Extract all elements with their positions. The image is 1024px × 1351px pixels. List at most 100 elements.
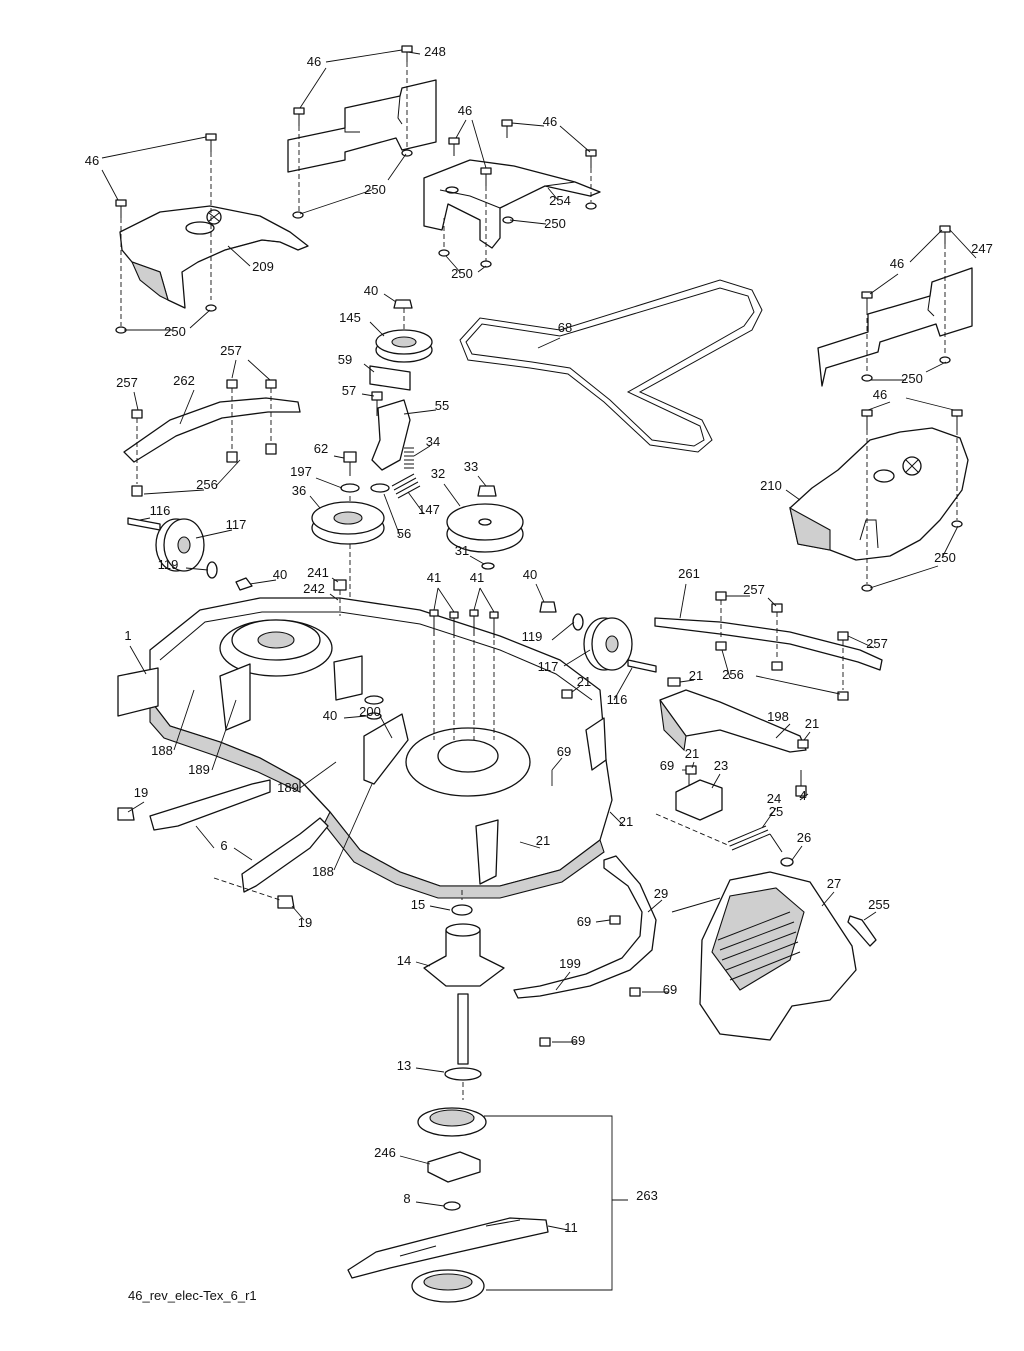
screw-46-left xyxy=(115,133,217,218)
washer-119-left xyxy=(206,561,218,579)
callout-116: 116 xyxy=(607,692,628,707)
callout-257: 257 xyxy=(743,582,765,597)
bracket-263-line xyxy=(484,1115,628,1291)
spindle-shaft xyxy=(457,993,469,1065)
bracket-261 xyxy=(654,617,883,671)
lift-arm-6-upper xyxy=(149,779,271,831)
washer-26 xyxy=(780,857,794,867)
washer-13 xyxy=(444,1067,482,1081)
callout-19: 19 xyxy=(134,785,148,800)
washer-197 xyxy=(340,483,360,493)
callout-1: 1 xyxy=(124,628,131,643)
callout-257: 257 xyxy=(220,343,242,358)
callout-257: 257 xyxy=(866,636,888,651)
callout-147: 147 xyxy=(418,502,440,517)
wheel-117-right xyxy=(583,617,633,671)
callout-40: 40 xyxy=(273,567,287,582)
callout-46: 46 xyxy=(85,153,99,168)
nut-40-top xyxy=(393,299,413,309)
callout-199: 199 xyxy=(559,956,581,971)
callout-15: 15 xyxy=(411,897,425,912)
pulley-36 xyxy=(311,501,385,545)
callout-46: 46 xyxy=(873,387,887,402)
callout-46: 46 xyxy=(543,114,557,129)
callout-250: 250 xyxy=(544,216,566,231)
callout-263: 263 xyxy=(636,1188,658,1203)
callout-32: 32 xyxy=(431,466,445,481)
lift-arm-6-lower xyxy=(241,817,329,893)
callout-189: 189 xyxy=(188,762,210,777)
bracket-262 xyxy=(123,397,301,463)
callout-197: 197 xyxy=(290,464,312,479)
bracket-23 xyxy=(675,779,723,821)
callout-8: 8 xyxy=(403,1191,410,1206)
diagram-code: 46_rev_elec-Tex_6_r1 xyxy=(128,1288,257,1303)
callout-56: 56 xyxy=(397,526,411,541)
callout-117: 117 xyxy=(538,659,559,674)
callout-25: 25 xyxy=(769,804,783,819)
callout-188: 188 xyxy=(312,864,334,879)
callout-40: 40 xyxy=(323,708,337,723)
callout-117: 117 xyxy=(226,517,247,532)
callout-69: 69 xyxy=(663,982,677,997)
callout-256: 256 xyxy=(722,667,744,682)
spring-147 xyxy=(391,473,421,499)
callout-189: 189 xyxy=(277,780,299,795)
shield-248 xyxy=(287,79,437,173)
callout-36: 36 xyxy=(292,483,306,498)
baffle-198 xyxy=(659,689,807,753)
bearing-15 xyxy=(451,904,473,916)
callout-250: 250 xyxy=(364,182,386,197)
callout-21: 21 xyxy=(577,674,591,689)
blade-11 xyxy=(347,1217,549,1279)
leader-lines xyxy=(101,49,977,1231)
callout-33: 33 xyxy=(464,459,478,474)
callout-116: 116 xyxy=(150,503,171,518)
callout-27: 27 xyxy=(827,876,841,891)
belt-68 xyxy=(459,279,763,453)
callout-119: 119 xyxy=(522,629,543,644)
callout-14: 14 xyxy=(397,953,411,968)
callout-250: 250 xyxy=(164,324,186,339)
idler-arm-55 xyxy=(371,399,411,471)
bracket-59 xyxy=(369,365,411,391)
callout-250: 250 xyxy=(451,266,473,281)
callout-55: 55 xyxy=(435,398,449,413)
idler-pulley-145 xyxy=(375,329,433,363)
nut-250-left2 xyxy=(205,304,217,312)
callout-40: 40 xyxy=(523,567,537,582)
callout-262: 262 xyxy=(173,373,195,388)
spring-24 xyxy=(727,825,783,853)
linkage-255 xyxy=(847,915,877,947)
callout-68: 68 xyxy=(558,320,572,335)
bolt-116-left xyxy=(127,517,161,531)
callout-24: 24 xyxy=(767,791,781,806)
callout-246: 246 xyxy=(374,1145,396,1160)
callout-62: 62 xyxy=(314,441,328,456)
callout-4: 4 xyxy=(799,788,806,803)
callout-labels: 4624846464625025425025020925040145682474… xyxy=(85,44,993,1235)
callout-13: 13 xyxy=(397,1058,411,1073)
callout-21: 21 xyxy=(619,814,633,829)
adapter-246 xyxy=(427,1151,481,1183)
callout-59: 59 xyxy=(338,352,352,367)
callout-21: 21 xyxy=(536,833,550,848)
callout-69: 69 xyxy=(557,744,571,759)
callout-261: 261 xyxy=(678,566,700,581)
wheel-117-left xyxy=(155,518,205,572)
callout-250: 250 xyxy=(901,371,923,386)
callout-19: 19 xyxy=(298,915,312,930)
bolts-41 xyxy=(429,609,499,638)
callout-242: 242 xyxy=(303,581,325,596)
callout-46: 46 xyxy=(458,103,472,118)
callout-69: 69 xyxy=(660,758,674,773)
belt-cover-210 xyxy=(789,427,969,561)
callout-26: 26 xyxy=(797,830,811,845)
mower-deck-1 xyxy=(117,597,613,899)
discharge-chute-27 xyxy=(699,871,857,1041)
callout-23: 23 xyxy=(714,758,728,773)
callout-250: 250 xyxy=(934,550,956,565)
callout-69: 69 xyxy=(571,1033,585,1048)
callout-34: 34 xyxy=(426,434,440,449)
